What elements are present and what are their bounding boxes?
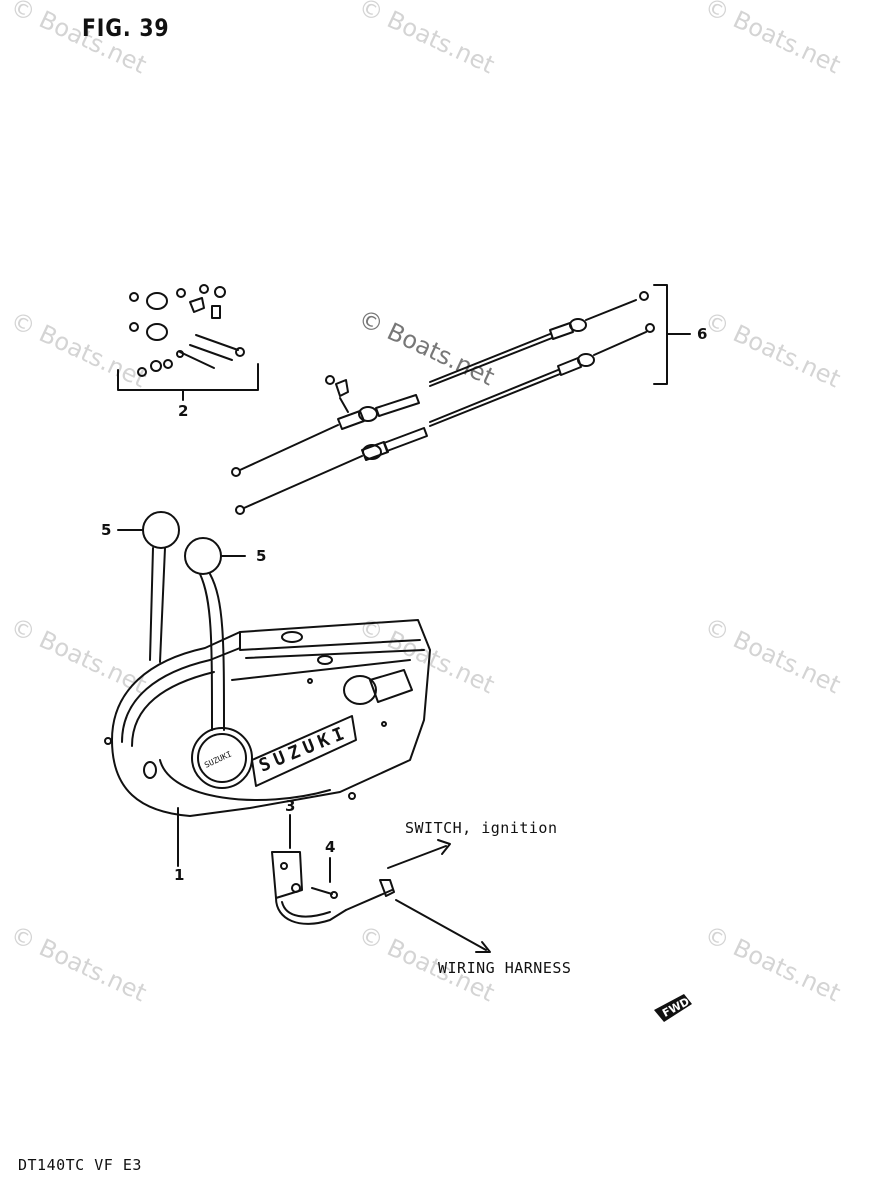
- callout-part-5: 5: [101, 521, 112, 539]
- bushing-part: [146, 292, 168, 310]
- cable-bracket-line: [653, 284, 668, 385]
- pin-part: [179, 351, 215, 369]
- nut-part: [235, 347, 245, 357]
- control-cable-lower: [235, 323, 655, 515]
- pin-part: [189, 344, 233, 361]
- washer-part: [176, 288, 186, 298]
- callout-part-2: 2: [178, 402, 189, 420]
- bushing-part: [146, 323, 168, 341]
- pin-part: [195, 334, 239, 351]
- switch-screw: [311, 857, 338, 899]
- cable-clip: [325, 375, 349, 413]
- wiring-harness-label: WIRING HARNESS: [438, 959, 572, 977]
- figure-title: FIG. 39: [82, 14, 170, 42]
- control-cable-upper: [231, 291, 649, 477]
- washer-part: [176, 350, 184, 358]
- callout-part-5: 5: [256, 547, 267, 565]
- nut-part: [129, 292, 139, 302]
- control-handle-left: [142, 511, 180, 663]
- model-code: DT140TC VF E3: [18, 1156, 142, 1174]
- neutral-switch: [271, 814, 395, 925]
- fwd-arrow-icon: FWD: [654, 994, 692, 1022]
- callout-part-6: 6: [697, 325, 708, 343]
- callout-part-3: 3: [285, 797, 296, 815]
- remote-control-box: [104, 619, 431, 867]
- nut-part: [129, 322, 139, 332]
- brand-plate: [251, 715, 357, 787]
- clip-part: [189, 297, 205, 313]
- throttle-friction-knob: [343, 675, 377, 705]
- washer-part: [199, 284, 209, 294]
- control-handle-right: [184, 537, 225, 731]
- washer-part: [150, 360, 162, 372]
- hub-emblem: [191, 727, 253, 789]
- hardware-kit-group: [117, 284, 259, 401]
- washer-part: [163, 359, 173, 369]
- washer-part: [137, 367, 147, 377]
- switch-ignition-label: SWITCH, ignition: [405, 819, 558, 837]
- callout-part-1: 1: [174, 866, 185, 884]
- nut-part: [214, 286, 226, 298]
- bracket-line: [117, 363, 259, 391]
- clip-part: [211, 305, 221, 319]
- callout-part-4: 4: [325, 838, 336, 856]
- hub-emblem-text: SUZUKI: [203, 749, 233, 769]
- direction-arrows: [387, 839, 491, 953]
